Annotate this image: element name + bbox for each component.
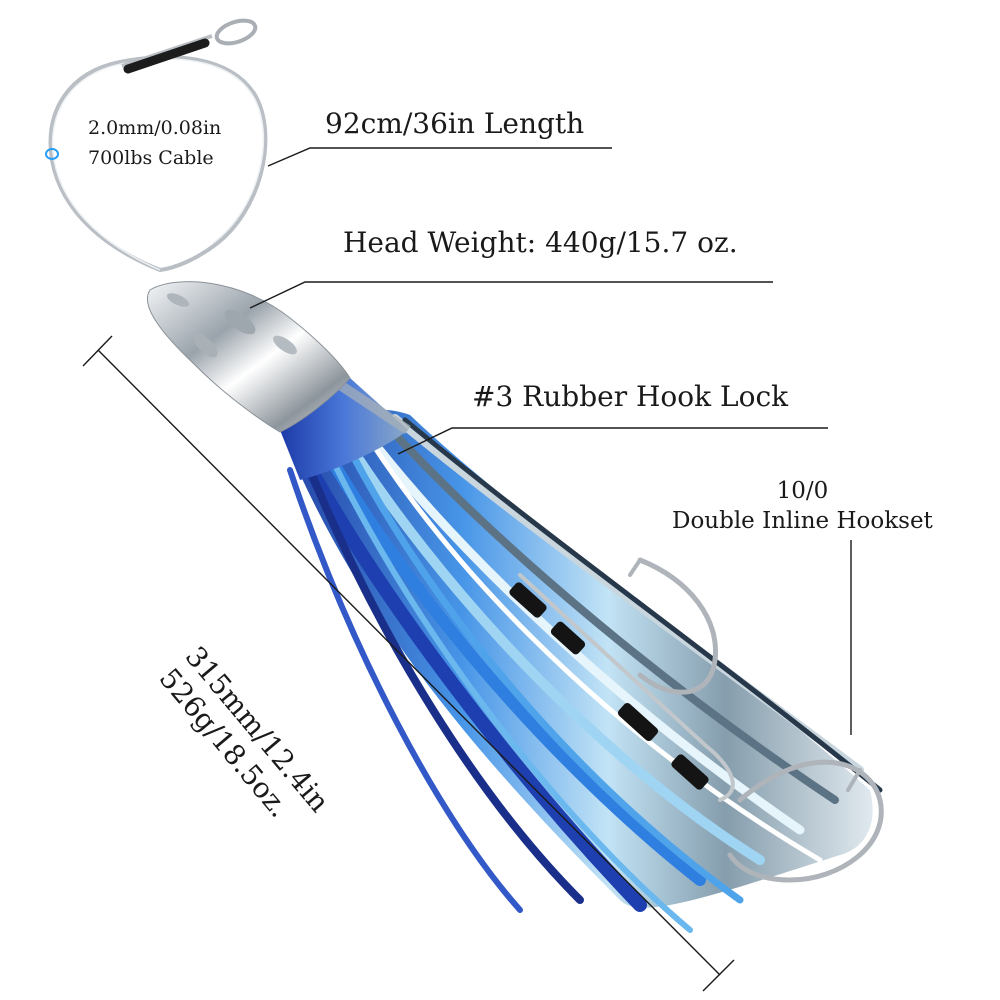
inline-hook-icon bbox=[509, 557, 884, 883]
steel-leader-cable-icon bbox=[45, 18, 268, 273]
head-weight-label: Head Weight: 440g/15.7 oz. bbox=[343, 226, 738, 259]
cable-spec-label: 2.0mm/0.08in 700lbs Cable bbox=[88, 113, 221, 173]
hook-size-text: 10/0 bbox=[776, 478, 829, 504]
length-label: 92cm/36in Length bbox=[325, 107, 585, 140]
squid-skirt-icon bbox=[280, 378, 883, 933]
cable-strength-text: 700lbs Cable bbox=[88, 147, 214, 169]
chrome-lure-head-icon bbox=[146, 281, 351, 433]
cable-diameter-text: 2.0mm/0.08in bbox=[88, 117, 222, 139]
hookset-text: Double Inline Hookset bbox=[672, 508, 933, 534]
hook-lock-label: #3 Rubber Hook Lock bbox=[472, 380, 789, 413]
hookset-label: 10/0 Double Inline Hookset bbox=[672, 476, 933, 536]
callout-lines bbox=[82, 147, 852, 992]
